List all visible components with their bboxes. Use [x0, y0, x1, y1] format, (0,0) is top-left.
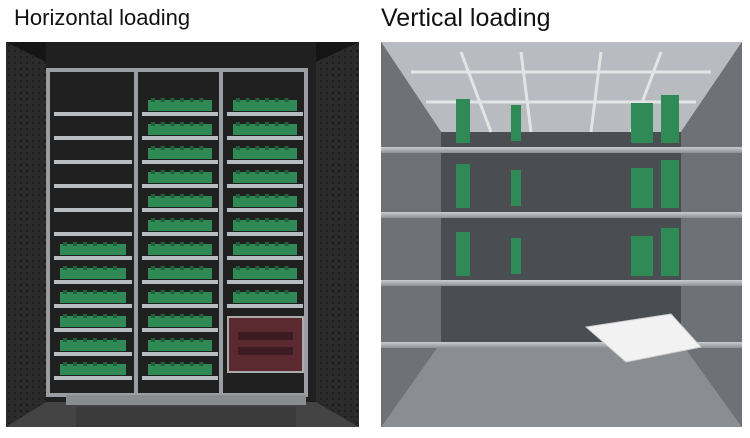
rack-column-left — [54, 112, 132, 380]
shelf — [381, 228, 742, 286]
tray — [54, 160, 132, 164]
chamber-right-wall — [681, 42, 742, 427]
shelf-set — [381, 95, 742, 348]
tray — [54, 266, 132, 284]
tray — [227, 218, 303, 236]
shelf — [381, 342, 742, 348]
tray — [142, 218, 218, 236]
vertical-chamber-illustration — [381, 42, 742, 427]
rack-column-middle — [142, 98, 218, 380]
tray — [142, 242, 218, 260]
tray — [54, 290, 132, 308]
tray — [227, 242, 303, 260]
tray — [142, 170, 218, 188]
tray — [142, 290, 218, 308]
shelf — [381, 95, 742, 153]
tray — [227, 98, 303, 116]
tray — [54, 232, 132, 236]
paper-sheets — [584, 313, 702, 363]
tray — [142, 194, 218, 212]
tray — [142, 338, 218, 356]
left-caption: Horizontal loading — [14, 5, 191, 30]
horizontal-loading-photo — [6, 42, 359, 427]
rack-column-right — [227, 98, 303, 308]
tray — [54, 338, 132, 356]
chamber-ceiling — [381, 42, 742, 132]
tray — [142, 362, 218, 380]
tray — [227, 266, 303, 284]
tray — [142, 122, 218, 140]
right-caption: Vertical loading — [381, 4, 551, 32]
tray — [54, 184, 132, 188]
horizontal-chamber-illustration — [6, 42, 359, 427]
tray — [227, 170, 303, 188]
vertical-loading-photo — [381, 42, 742, 427]
tray — [142, 98, 218, 116]
left-wall — [6, 42, 46, 427]
tray — [54, 112, 132, 116]
chamber-left-wall — [381, 42, 441, 427]
tray — [227, 290, 303, 308]
chamber-floor — [381, 342, 742, 427]
tray — [54, 242, 132, 260]
maroon-board-stack — [227, 316, 304, 373]
tray — [54, 208, 132, 212]
tray — [227, 122, 303, 140]
tray — [54, 136, 132, 140]
tray — [142, 266, 218, 284]
tray — [142, 314, 218, 332]
tray — [227, 146, 303, 164]
shelf — [381, 160, 742, 218]
tray — [142, 146, 218, 164]
rack-base — [66, 395, 306, 405]
tray — [54, 314, 132, 332]
tray — [54, 362, 132, 380]
right-wall — [316, 42, 359, 427]
tray — [227, 194, 303, 212]
